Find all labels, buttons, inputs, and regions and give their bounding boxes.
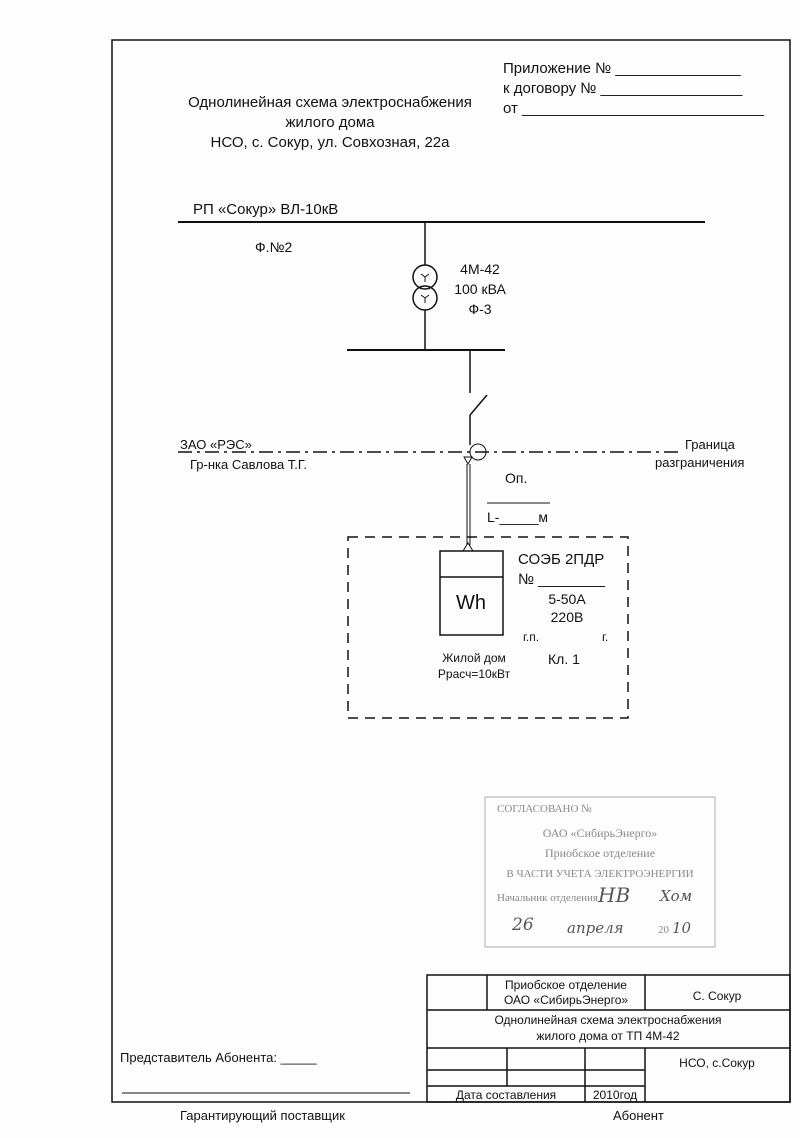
tb-region: НСО, с.Сокур [679, 1056, 755, 1070]
stamp-month: апреля [567, 919, 624, 937]
cable-end-top [463, 456, 473, 466]
stamp-line-1: СОГЛАСОВАНО № [497, 803, 592, 815]
stamp-year-suffix: 10 [672, 919, 692, 937]
supplier-label: Гарантирующий поставщик [180, 1108, 345, 1123]
title-block [426, 974, 791, 1103]
power-label: Ррасч=10кВт [437, 667, 511, 681]
tb-place: С. Сокур [692, 989, 742, 1003]
meter-number: № ________ [518, 571, 605, 588]
stamp-sig-name: Хом [660, 887, 693, 905]
stamp-line-3: Приобское отделение [544, 846, 656, 860]
line-label: РП «Сокур» ВЛ-10кВ [193, 201, 339, 218]
meter-symbol: Wh [456, 592, 486, 614]
transformer-name: 4М-42 [460, 261, 500, 277]
boundary-label-2: разграничения [655, 455, 745, 470]
transformer-power: 100 кВА [454, 281, 506, 297]
tb-org-2: ОАО «СибирьЭнерго» [503, 993, 629, 1007]
stamp-year-prefix: 20 [658, 924, 669, 936]
stamp-line-2: ОАО «СибирьЭнерго» [542, 826, 658, 840]
transformer-feeder: Ф-3 [468, 301, 492, 317]
meter-model: СОЭБ 2ПДР [518, 551, 605, 568]
tb-name-2: жилого дома от ТП 4М-42 [536, 1029, 680, 1043]
doc-title-2: жилого дома [285, 114, 375, 131]
appendix-field: Приложение № _______________ [503, 60, 741, 77]
left-party-sub: Гр-нка Савлова Т.Г. [190, 457, 307, 472]
stamp-signature: НВ [598, 883, 631, 907]
meter-g: г. [602, 630, 609, 644]
tb-date-label: Дата составления [455, 1088, 557, 1102]
stamp-line-5: Начальник отделения [497, 892, 598, 904]
doc-title-1: Однолинейная схема электроснабжения [188, 94, 472, 111]
approval-stamp-frame [484, 796, 716, 948]
switch-blade [469, 394, 488, 416]
left-party: ЗАО «РЭС» [180, 437, 252, 452]
meter-class: Кл. 1 [548, 651, 580, 667]
doc-title-3: НСО, с. Сокур, ул. Совхозная, 22а [210, 134, 450, 151]
meter-current: 5-50А [548, 591, 586, 607]
support-label: Оп. [505, 470, 528, 486]
meter-voltage: 220В [550, 609, 584, 625]
boundary-node [469, 443, 487, 461]
tb-org-1: Приобское отделение [505, 978, 627, 992]
contract-field: к договору № _________________ [503, 80, 743, 97]
representative-label: Представитель Абонента: _____ [120, 1050, 317, 1065]
length-label: L-_____м [487, 509, 549, 525]
meter-gp: г.п. [523, 630, 540, 644]
meter-box [439, 550, 504, 636]
consumer-label: Жилой дом [442, 651, 506, 665]
tb-year: 2010год [592, 1088, 638, 1102]
consumer-boundary-box [347, 536, 629, 719]
stamp-day: 26 [512, 915, 534, 935]
feeder-label: Ф.№2 [255, 239, 293, 255]
tb-name-1: Однолинейная схема электроснабжения [494, 1013, 722, 1027]
subscriber-label: Абонент [613, 1108, 664, 1123]
boundary-label-1: Граница [685, 437, 735, 452]
stamp-line-4: В ЧАСТИ УЧЕТА ЭЛЕКТРОЭНЕРГИИ [506, 868, 694, 880]
transformer-winding-1 [412, 264, 438, 290]
date-field: от _____________________________ [503, 100, 764, 117]
